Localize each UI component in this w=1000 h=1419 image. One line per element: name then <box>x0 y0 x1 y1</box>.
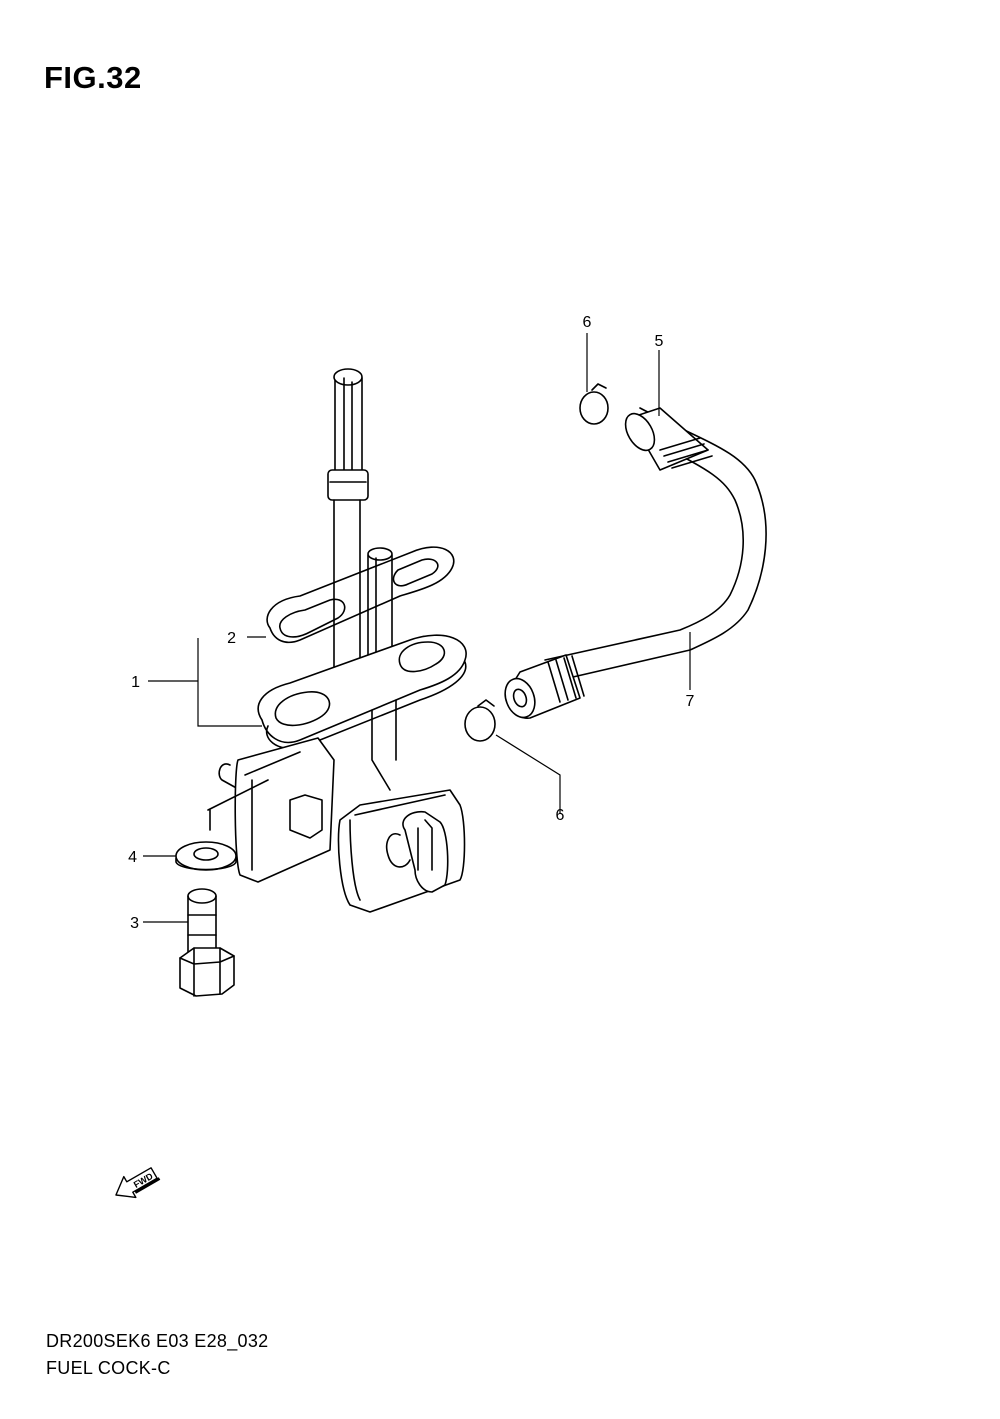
callout-labels: 1 2 3 4 5 6 6 7 <box>128 314 694 932</box>
figure-title: FIG.32 <box>44 60 142 95</box>
model-code: DR200SEK6 E03 E28_032 <box>46 1331 269 1351</box>
valve-body <box>207 699 466 913</box>
hose-clip-top <box>579 383 609 425</box>
fuel-hose <box>504 407 767 719</box>
fwd-arrow-icon: FWD <box>115 1167 161 1199</box>
gasket-upper <box>266 546 455 644</box>
callout-2: 2 <box>227 630 236 647</box>
bolt <box>179 888 235 997</box>
callout-1: 1 <box>131 674 140 691</box>
leader-lines <box>143 333 691 923</box>
callout-3: 3 <box>130 915 139 932</box>
callout-6-bottom: 6 <box>556 807 565 824</box>
callout-6-top: 6 <box>583 314 592 331</box>
fuel-cock-assembly <box>175 368 467 997</box>
figure-name: FUEL COCK-C <box>46 1358 171 1378</box>
washer <box>175 841 237 871</box>
callout-7: 7 <box>686 693 695 710</box>
callout-4: 4 <box>128 849 137 866</box>
hose-clip-bottom <box>464 699 496 742</box>
stand-pipe <box>327 368 393 701</box>
callout-5: 5 <box>655 333 664 350</box>
mounting-flange <box>257 634 467 750</box>
